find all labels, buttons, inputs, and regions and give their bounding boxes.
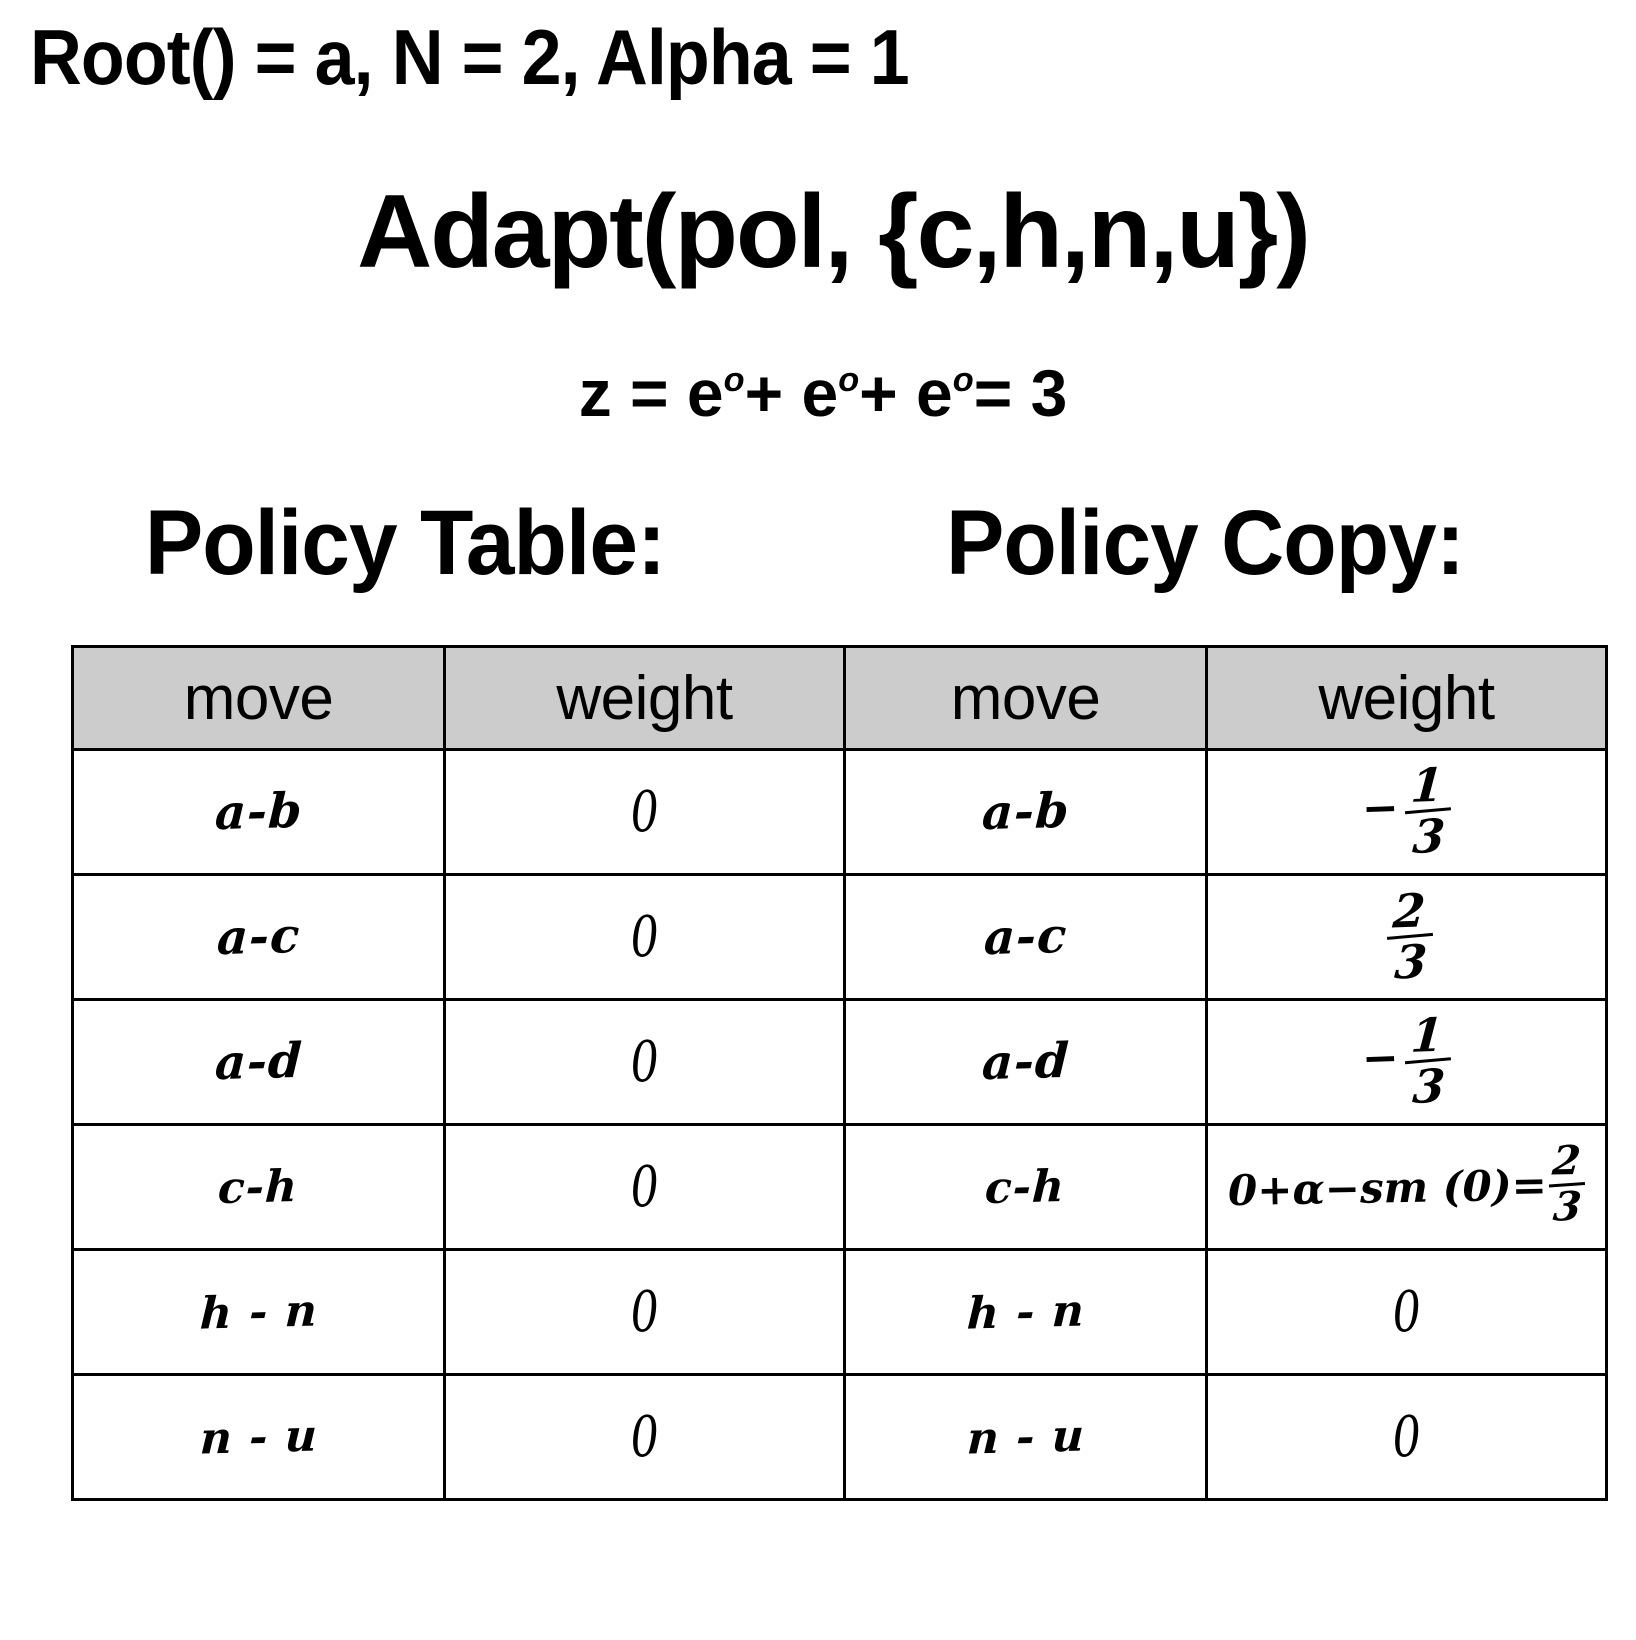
cell-move-right: n - u (843, 1373, 1208, 1501)
move-label: c-h (217, 1160, 300, 1214)
move-label: h - n (965, 1284, 1086, 1340)
table-body: a-b 0 a-b − 1 3 (71, 748, 1608, 1501)
policy-tables-container: move weight move weight a-b 0 a-b (71, 645, 1608, 1501)
cell-move-right: c-h (843, 1123, 1208, 1251)
table-header-row: move weight move weight (71, 645, 1608, 751)
policy-table: move weight move weight a-b 0 a-b (71, 645, 1608, 1501)
cell-weight-right: 2 3 (1205, 873, 1608, 1001)
fraction-stack: 2 3 (1548, 1136, 1585, 1230)
z-mid-2: + e (859, 356, 953, 430)
policy-copy-title: Policy Copy: (946, 492, 1465, 594)
weight-value: 0 (628, 778, 661, 846)
column-header-weight-right: weight (1205, 645, 1608, 751)
move-label: a-c (982, 907, 1069, 967)
cell-move-right: a-c (843, 873, 1208, 1001)
weight-value: 0 (1390, 1403, 1423, 1471)
section-titles: Policy Table: Policy Copy: (0, 495, 1636, 605)
table-row: n - u 0 n - u 0 (71, 1373, 1608, 1501)
fraction-denominator: 3 (1392, 934, 1429, 991)
cell-move-left: a-c (71, 873, 446, 1001)
weight-value: 0 (628, 1278, 661, 1346)
policy-table-title: Policy Table: (144, 492, 666, 594)
cell-move-right: h - n (843, 1248, 1208, 1376)
cell-move-left: a-b (71, 748, 446, 876)
z-prefix: z = e (578, 356, 724, 430)
move-label: n - u (198, 1409, 319, 1465)
fraction-sign: − (1361, 1032, 1400, 1086)
move-label: a-b (980, 782, 1071, 842)
cell-move-left: c-h (71, 1123, 446, 1251)
move-label: n - u (965, 1409, 1086, 1465)
move-label: h - n (198, 1284, 319, 1340)
weight-value: 0 (1390, 1278, 1423, 1346)
cell-move-left: n - u (71, 1373, 446, 1501)
weight-fraction: 2 3 (1379, 883, 1434, 991)
root-parameters-line: Root() = a, N = 2, Alpha = 1 (30, 13, 910, 101)
z-exp-1: o (723, 361, 745, 399)
cell-weight-right: − 1 3 (1205, 748, 1608, 876)
table-row: a-c 0 a-c 2 3 (71, 873, 1608, 1001)
cell-move-left: a-d (71, 998, 446, 1126)
move-label: a-d (980, 1032, 1071, 1092)
cell-weight-right: 0+α−sm (0)= 2 3 (1205, 1123, 1608, 1251)
move-label: a-d (213, 1032, 304, 1092)
table-row: a-b 0 a-b − 1 3 (71, 748, 1608, 876)
cell-move-left: h - n (71, 1248, 446, 1376)
move-label: c-h (984, 1160, 1067, 1214)
table-row: a-d 0 a-d − 1 3 (71, 998, 1608, 1126)
fraction-denominator: 3 (1410, 1059, 1447, 1115)
fraction-stack: 1 3 (1403, 1007, 1452, 1115)
table-row: c-h 0 c-h 0+α−sm (0)= 2 (71, 1123, 1608, 1251)
fraction-stack: 2 3 (1385, 883, 1434, 991)
column-header-move-right: move (843, 645, 1208, 751)
column-header-weight-left: weight (443, 645, 846, 751)
z-exp-2: o (838, 361, 860, 399)
cell-weight-left: 0 (443, 1248, 846, 1376)
cell-weight-left: 0 (443, 873, 846, 1001)
cell-weight-left: 0 (443, 748, 846, 876)
expression-fraction: 2 3 (1548, 1136, 1585, 1230)
weight-value: 0 (628, 1153, 661, 1221)
cell-weight-left: 0 (443, 1123, 846, 1251)
cell-move-right: a-d (843, 998, 1208, 1126)
column-header-move-left: move (71, 645, 446, 751)
fraction-denominator: 3 (1551, 1182, 1584, 1230)
move-label: a-c (215, 907, 302, 967)
z-suffix: = 3 (973, 356, 1068, 430)
cell-weight-right: − 1 3 (1205, 998, 1608, 1126)
fraction-numerator: 2 (1550, 1136, 1583, 1185)
fraction-stack: 1 3 (1403, 757, 1452, 865)
cell-weight-left: 0 (443, 1373, 846, 1501)
weight-expression: 0+α−sm (0)= 2 3 (1227, 1136, 1585, 1232)
fraction-numerator: 2 (1390, 883, 1427, 939)
fraction-numerator: 1 (1409, 1007, 1445, 1064)
move-label: a-b (213, 782, 304, 842)
z-exp-3: o (952, 361, 974, 399)
table-row: h - n 0 h - n 0 (71, 1248, 1608, 1376)
cell-weight-left: 0 (443, 998, 846, 1126)
weight-value: 0 (628, 903, 661, 971)
fraction-denominator: 3 (1410, 809, 1447, 865)
cell-move-right: a-b (843, 748, 1208, 876)
weight-value: 0 (628, 1028, 661, 1096)
cell-weight-right: 0 (1205, 1248, 1608, 1376)
cell-weight-right: 0 (1205, 1373, 1608, 1501)
fraction-numerator: 1 (1409, 757, 1445, 814)
weight-fraction: − 1 3 (1360, 1007, 1452, 1115)
weight-value: 0 (628, 1403, 661, 1471)
z-mid-1: + e (744, 356, 839, 430)
weight-fraction: − 1 3 (1360, 757, 1452, 865)
z-sum-equation: z = eo+ eo+ eo= 3 (0, 360, 1636, 426)
expression-text: 0+α−sm (0)= (1227, 1160, 1548, 1215)
fraction-sign: − (1361, 782, 1400, 836)
adapt-function-title: Adapt(pol, {c,h,n,u}) (357, 174, 1311, 290)
